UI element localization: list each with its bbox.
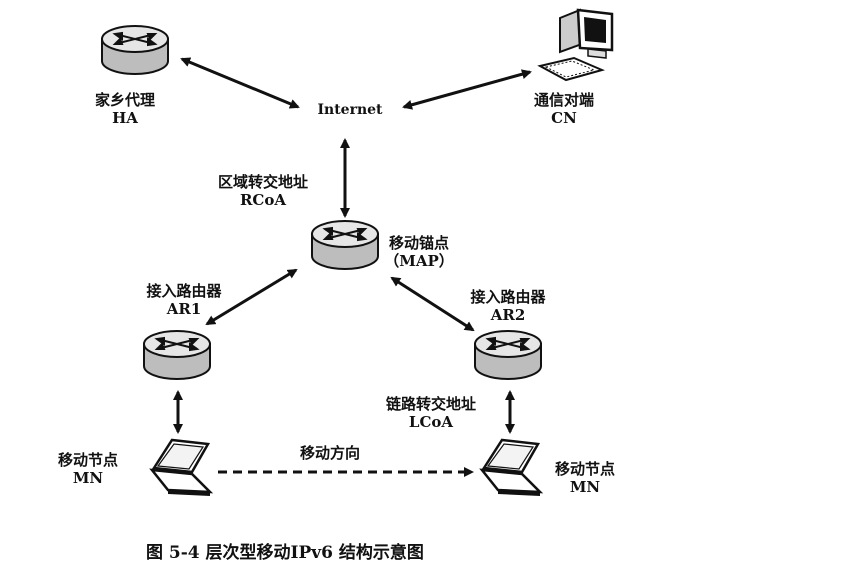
cn-name: 通信对端 (533, 91, 594, 109)
rcoa-label: 区域转交地址 RCoA (203, 173, 323, 209)
computer-icon (537, 8, 614, 82)
router-icon-ar2 (474, 330, 542, 380)
ar1-abbr: AR1 (166, 300, 202, 318)
ar2-name: 接入路由器 (470, 288, 546, 306)
lcoa-name: 链路转交地址 (385, 395, 476, 413)
mn1-label: 移动节点 MN (38, 451, 138, 487)
cn-abbr: CN (551, 109, 577, 127)
arrow-map-ar1 (205, 268, 298, 326)
map-label: 移动锚点 （MAP） (374, 234, 464, 270)
lcoa-abbr: LCoA (408, 413, 454, 431)
ha-label: 家乡代理 HA (70, 91, 180, 127)
arrow-ha-internet (180, 57, 300, 109)
laptop-icon-mn2 (480, 438, 542, 498)
ar2-abbr: AR2 (490, 306, 526, 324)
mn1-abbr: MN (72, 469, 104, 487)
cn-label: 通信对端 CN (514, 91, 614, 127)
internet-label: Internet (317, 102, 383, 118)
rcoa-abbr: RCoA (239, 191, 287, 209)
mn2-abbr: MN (569, 478, 601, 496)
lcoa-label: 链路转交地址 LCoA (363, 395, 499, 431)
mn2-name: 移动节点 (554, 460, 615, 478)
ha-name: 家乡代理 (94, 91, 155, 109)
router-icon-map (311, 220, 379, 270)
ha-abbr: HA (112, 109, 138, 127)
rcoa-name: 区域转交地址 (217, 173, 308, 191)
router-icon-ar1 (143, 330, 211, 380)
ar1-name: 接入路由器 (146, 282, 222, 300)
map-name: 移动锚点 (388, 234, 449, 252)
mn1-name: 移动节点 (57, 451, 118, 469)
arrow-map-ar2 (390, 276, 475, 332)
map-abbr: （MAP） (384, 252, 454, 270)
mn2-label: 移动节点 MN (535, 460, 635, 496)
router-icon-ha (101, 25, 169, 75)
laptop-icon-mn1 (150, 438, 212, 498)
ar1-label: 接入路由器 AR1 (124, 282, 244, 318)
figure-caption: 图 5-4 层次型移动IPv6 结构示意图 (146, 543, 424, 563)
ar2-label: 接入路由器 AR2 (448, 288, 568, 324)
arrow-internet-cn (402, 69, 532, 110)
movement-label: 移动方向 (299, 444, 360, 462)
